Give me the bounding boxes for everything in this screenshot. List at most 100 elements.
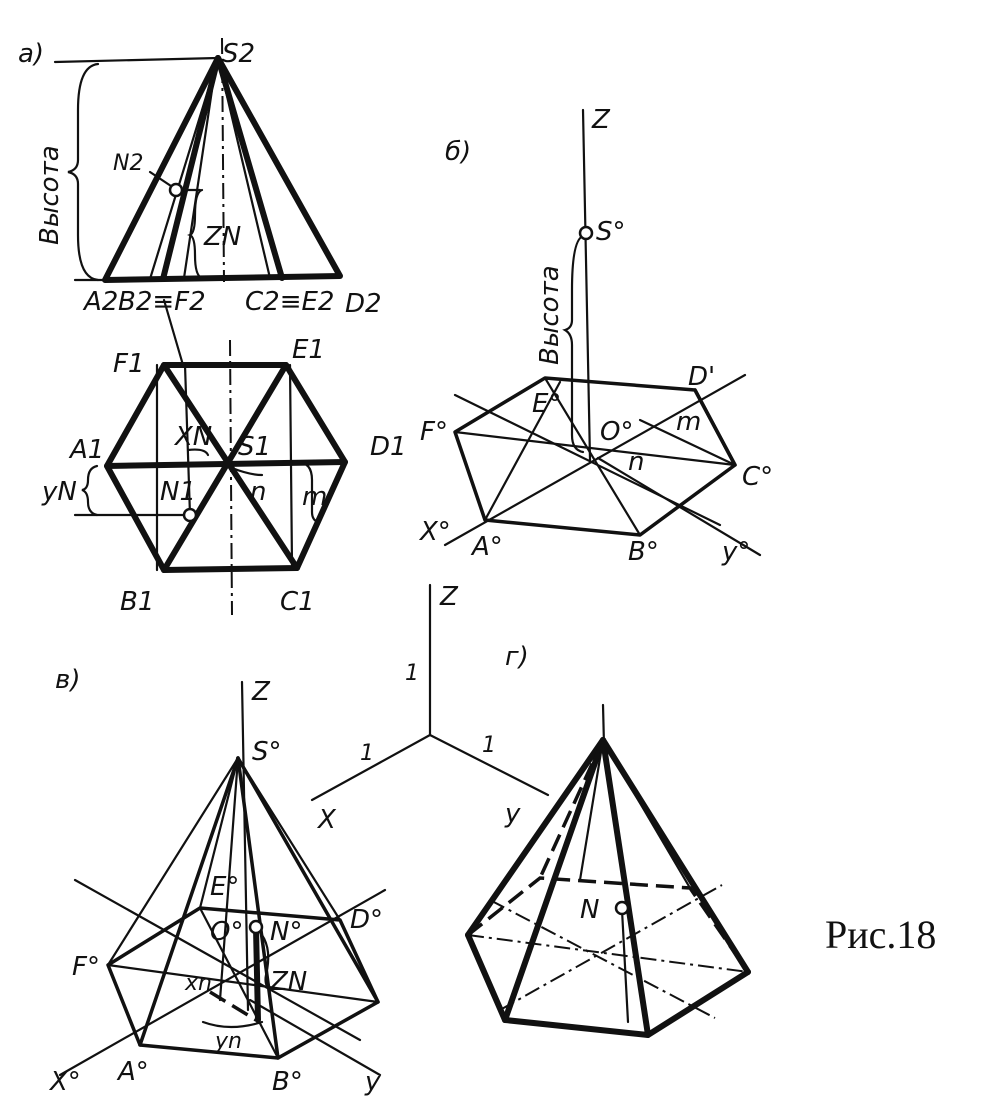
yn-brace	[81, 464, 99, 517]
label-e-b: E°	[532, 389, 561, 419]
label-e1: E1	[292, 335, 325, 365]
diag-f-c-v	[106, 963, 380, 1004]
label-n-g: N	[580, 895, 599, 925]
label-o-v: O°	[210, 917, 243, 947]
xn-brace	[186, 448, 210, 457]
top-vertical-right	[288, 363, 294, 567]
label-d2: D2	[345, 289, 382, 319]
label-yn: yN	[41, 477, 77, 507]
panel-g-label: г)	[505, 642, 529, 672]
edge-s2-f2	[148, 56, 220, 281]
label-y-symbol: y	[504, 799, 521, 829]
edge-aux-b	[483, 380, 562, 522]
label-y-b: y°	[721, 537, 750, 567]
label-b2-f2: B2≡F2	[118, 287, 206, 317]
label-z-v: Z	[251, 677, 271, 707]
label-yn-v: yn	[214, 1029, 242, 1054]
height-brace-b	[562, 234, 585, 454]
label-y-v: y	[364, 1067, 381, 1097]
edge-s-f-v	[106, 756, 240, 967]
edge-s-inner-v	[218, 756, 240, 1002]
axis-z-b	[581, 108, 592, 462]
label-d-v: D°	[350, 905, 383, 935]
panel-v-label: в)	[55, 665, 80, 695]
panel-a-top-view: F1 E1 A1 D1 XN S1 N1 yN n m B1 C1	[41, 298, 407, 617]
diagonal-f1-c1	[161, 362, 300, 571]
unit-y: 1	[482, 733, 496, 758]
m-parallel-b	[638, 418, 737, 467]
zn-brace	[187, 188, 204, 280]
n2-leader	[148, 170, 173, 188]
label-zn-front: ZN	[203, 222, 241, 252]
label-zn-v: ZN	[269, 967, 307, 997]
edge-s-c-v	[236, 756, 380, 1004]
axis-x-v	[73, 878, 362, 1042]
n-arc	[230, 466, 264, 477]
edge-s-b-v	[236, 756, 280, 1060]
label-d1: D1	[370, 432, 407, 462]
panel-b: б) Z Высота S° D' E° F° O° m n C° X° A° …	[418, 105, 773, 567]
label-xn: XN	[173, 422, 212, 452]
label-b-v: B°	[272, 1067, 303, 1097]
height-label-a: Высота	[35, 145, 65, 245]
label-s-b: S°	[596, 217, 626, 247]
m-brace	[295, 460, 320, 524]
label-f1: F1	[113, 349, 145, 379]
height-brace	[67, 62, 100, 282]
label-s2: S2	[222, 39, 255, 69]
point-n1	[182, 507, 198, 523]
m-construction-b	[693, 388, 737, 467]
label-a2: A2	[82, 287, 118, 317]
label-x-symbol: X	[316, 805, 337, 835]
projection-line-n	[183, 363, 192, 517]
panel-a: a) Высота S2 N2 ZN A2 B2≡F2 C2≡E2 D2	[18, 37, 382, 319]
diag-e-b	[543, 376, 642, 537]
panel-g: г) N	[465, 642, 751, 1038]
label-o-b: O°	[600, 417, 633, 447]
label-e-v: E°	[210, 872, 239, 902]
edge-s-f-g	[465, 737, 606, 938]
axis-y-b-ext	[596, 456, 762, 557]
label-c2-e2: C2≡E2	[245, 287, 334, 317]
label-z-symbol: Z	[439, 582, 459, 612]
axis-a-top-vertical	[229, 339, 233, 616]
label-s-v: S°	[252, 737, 282, 767]
axis-x-symbol	[310, 733, 432, 802]
label-n-top: n	[250, 477, 266, 507]
edge-s2-e2	[216, 56, 272, 280]
edge-s-c-g	[600, 737, 751, 975]
label-b1: B1	[120, 587, 154, 617]
label-a-v: A°	[116, 1057, 149, 1087]
hidden-base-edges-g	[466, 876, 750, 973]
label-n2: N2	[113, 151, 143, 176]
panel-v: в) Z S° E° O° N° D° F° xn ZN yn X° A°	[48, 665, 387, 1097]
yn-brace-v	[201, 1020, 264, 1029]
diag-e-b-v	[198, 906, 280, 1060]
label-x-v: X°	[48, 1067, 81, 1097]
edge-inner-g	[578, 738, 605, 882]
label-a1: A1	[68, 435, 104, 465]
edge-s-e-v	[198, 756, 240, 910]
label-x-b: X°	[418, 517, 451, 547]
label-b-b: B°	[628, 537, 659, 567]
figure-caption: Рис.18	[825, 912, 936, 957]
point-n-g	[614, 900, 630, 916]
point-s-b	[578, 225, 594, 241]
edge-s2-b2	[160, 55, 221, 282]
height-label-b: Высота	[535, 265, 565, 365]
front-view-triangle	[102, 55, 343, 283]
label-m-top: m	[302, 482, 327, 512]
label-c-b: C°	[742, 462, 773, 492]
axis-y-symbol	[428, 733, 550, 797]
panel-a-label: a)	[18, 39, 44, 69]
unit-x: 1	[360, 741, 374, 766]
edge-s-d-g	[601, 738, 692, 890]
zn-brace-v	[260, 933, 272, 992]
label-n1: N1	[160, 477, 196, 507]
label-a-b: A°	[470, 532, 503, 562]
center-line-3-g	[467, 934, 749, 973]
edge-s-a-g	[502, 737, 606, 1023]
label-s1: S1	[238, 432, 271, 462]
diagonal-e1-b1	[161, 362, 289, 573]
